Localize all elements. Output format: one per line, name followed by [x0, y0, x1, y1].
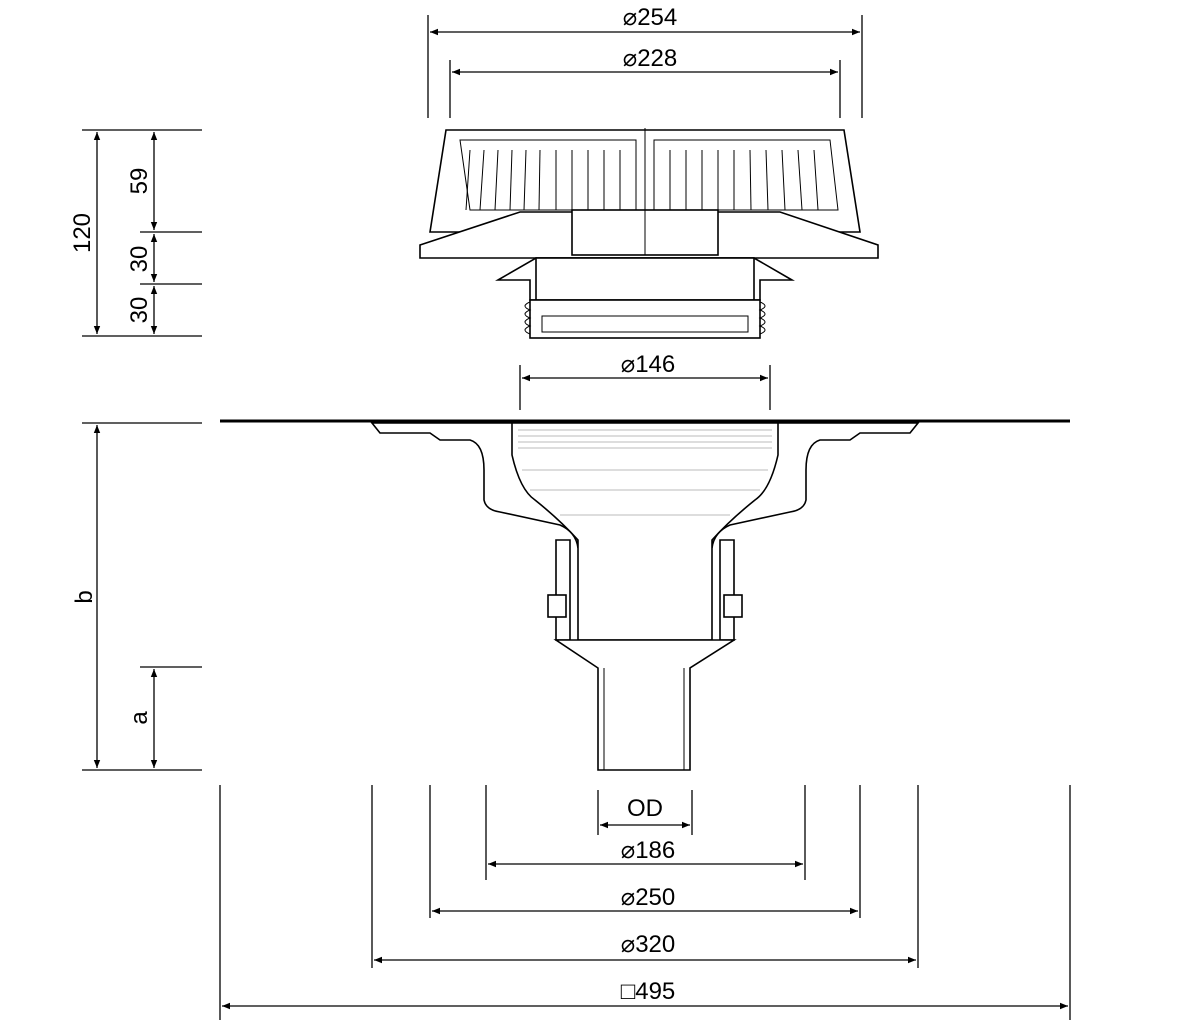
- dimension-label: □495: [621, 978, 676, 1005]
- dimension-a: a: [126, 666, 202, 768]
- dimension-label: 30: [126, 246, 153, 273]
- dimension-label: ⌀186: [621, 837, 676, 864]
- dimension-diameter-228: ⌀228: [449, 45, 841, 118]
- drain-upper-body: [495, 257, 795, 339]
- dimension-label: 59: [126, 168, 153, 195]
- leaf-guard-grate: [419, 128, 879, 259]
- dimension-label: b: [71, 590, 98, 603]
- dimension-diameter-146: ⌀146: [519, 351, 771, 410]
- dimension-label: OD: [627, 795, 663, 822]
- dimension-square-495: □495: [219, 785, 1071, 1020]
- dimension-heights: 120 59 30 30: [69, 129, 202, 337]
- dimension-label: ⌀320: [621, 931, 676, 958]
- dimension-diameter-186: ⌀186: [485, 785, 806, 880]
- drain-body: [370, 422, 920, 771]
- dimension-label: 30: [126, 297, 153, 324]
- dimension-diameter-320: ⌀320: [371, 785, 919, 968]
- dimension-diameter-254: ⌀254: [427, 4, 863, 118]
- dimension-label: ⌀250: [621, 884, 676, 911]
- dimension-b: b: [71, 422, 202, 771]
- dimension-label: ⌀228: [623, 45, 678, 72]
- dimension-label: ⌀254: [623, 4, 678, 31]
- dimension-od: OD: [597, 790, 693, 835]
- dimension-diameter-250: ⌀250: [429, 785, 861, 918]
- dimension-label: a: [126, 711, 153, 725]
- dimension-label: ⌀146: [621, 351, 676, 378]
- dimension-label: 120: [69, 213, 96, 253]
